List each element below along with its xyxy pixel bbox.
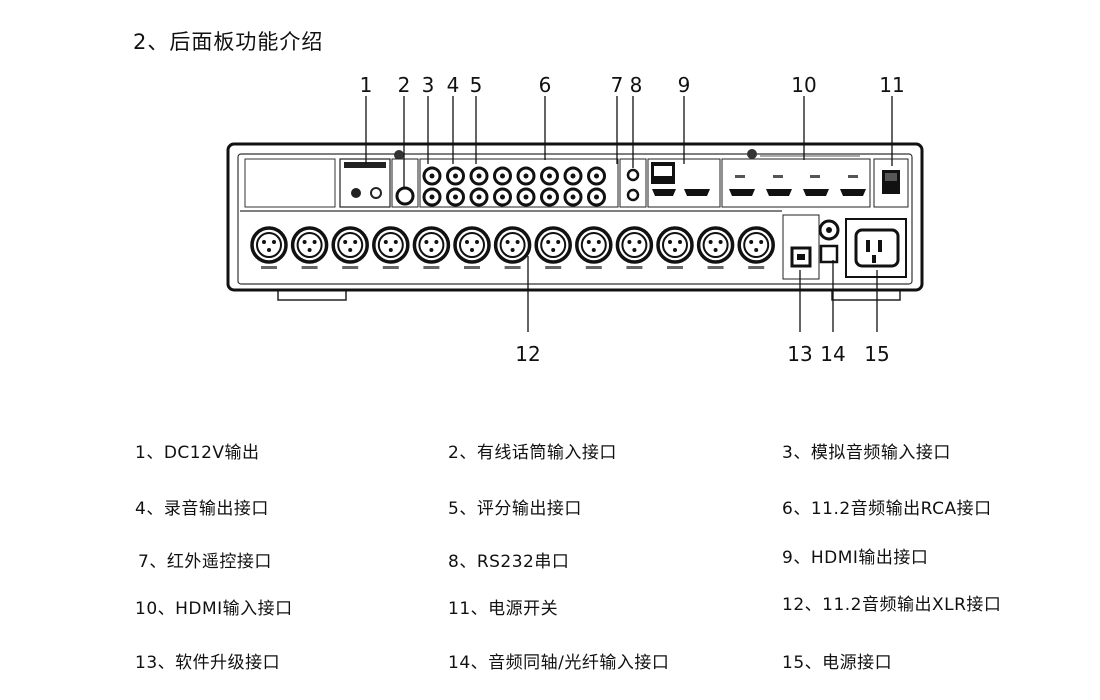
callout-1: 1 bbox=[360, 73, 373, 97]
xlr-connector bbox=[696, 226, 735, 269]
legend-item-11: 11、电源开关 bbox=[448, 599, 559, 619]
rca-jack bbox=[587, 187, 606, 207]
blank-plate bbox=[244, 158, 336, 208]
rca-jacks bbox=[422, 166, 606, 207]
rca-jack bbox=[587, 166, 606, 186]
callout-8: 8 bbox=[630, 73, 643, 97]
hdmi-output-block bbox=[647, 158, 721, 208]
rca-jack bbox=[446, 187, 465, 207]
legend-item-3: 3、模拟音频输入接口 bbox=[782, 443, 951, 463]
callout-15: 15 bbox=[864, 342, 889, 366]
xlr-connector bbox=[737, 226, 775, 269]
callout-13: 13 bbox=[787, 342, 812, 366]
section-heading: 2、后面板功能介绍 bbox=[133, 30, 324, 54]
rca-jack bbox=[422, 166, 442, 186]
xlr-connector bbox=[615, 226, 654, 269]
callout-3: 3 bbox=[422, 73, 435, 97]
legend-item-15: 15、电源接口 bbox=[782, 653, 893, 673]
legend-item-13: 13、软件升级接口 bbox=[135, 653, 281, 673]
legend-item-6: 6、11.2音频输出RCA接口 bbox=[782, 499, 992, 519]
xlr-connector bbox=[575, 226, 613, 269]
port-legend: 1、DC12V输出 2、有线话筒输入接口 3、模拟音频输入接口 4、录音输出接口… bbox=[0, 420, 1100, 700]
ac-power-inlet bbox=[845, 218, 907, 278]
xlr-connector bbox=[534, 226, 572, 269]
usb-upgrade-port bbox=[782, 214, 820, 280]
hdmi-input-block bbox=[721, 149, 871, 208]
rear-panel-diagram: 1 2 3 4 5 6 7 8 9 10 11 12 13 14 15 bbox=[226, 73, 924, 366]
callout-7: 7 bbox=[611, 73, 624, 97]
xlr-row bbox=[250, 226, 775, 269]
rca-jack bbox=[493, 187, 512, 207]
callout-5: 5 bbox=[470, 73, 483, 97]
xlr-connector bbox=[250, 226, 288, 269]
legend-item-8: 8、RS232串口 bbox=[448, 552, 570, 572]
rca-jack bbox=[563, 166, 583, 186]
dc12v-output-port bbox=[339, 158, 391, 208]
callout-9: 9 bbox=[678, 73, 691, 97]
legend-item-12: 12、11.2音频输出XLR接口 bbox=[782, 595, 1002, 615]
rca-jack bbox=[516, 166, 536, 186]
rca-jack bbox=[446, 166, 465, 186]
leader-lines bbox=[365, 96, 893, 332]
rca-jack bbox=[516, 187, 536, 207]
callout-6: 6 bbox=[539, 73, 552, 97]
xlr-connector bbox=[331, 226, 369, 269]
rca-jack bbox=[493, 166, 512, 186]
rca-jack bbox=[422, 187, 442, 207]
rca-jack bbox=[540, 187, 559, 207]
callout-14: 14 bbox=[820, 342, 845, 366]
rca-jack bbox=[563, 187, 583, 207]
legend-item-2: 2、有线话筒输入接口 bbox=[448, 443, 617, 463]
legend-item-7: 7、红外遥控接口 bbox=[138, 552, 272, 572]
callout-4: 4 bbox=[447, 73, 460, 97]
wired-mic-input-port bbox=[391, 150, 419, 208]
legend-item-10: 10、HDMI输入接口 bbox=[135, 599, 293, 619]
coax-optical-input bbox=[818, 219, 840, 264]
xlr-connector bbox=[290, 226, 329, 269]
xlr-connector bbox=[412, 226, 451, 269]
xlr-connector bbox=[656, 226, 694, 269]
rca-jack bbox=[540, 166, 559, 186]
legend-item-14: 14、音频同轴/光纤输入接口 bbox=[448, 653, 670, 673]
callout-12: 12 bbox=[515, 342, 540, 366]
power-switch bbox=[873, 158, 909, 208]
legend-item-4: 4、录音输出接口 bbox=[135, 499, 269, 519]
xlr-connector bbox=[453, 226, 491, 269]
xlr-connector bbox=[493, 226, 532, 269]
callout-2: 2 bbox=[398, 73, 411, 97]
rca-jack bbox=[469, 166, 489, 186]
legend-item-5: 5、评分输出接口 bbox=[448, 499, 582, 519]
legend-item-1: 1、DC12V输出 bbox=[135, 443, 260, 463]
rca-jack bbox=[469, 187, 489, 207]
legend-item-9: 9、HDMI输出接口 bbox=[782, 548, 929, 568]
xlr-connector bbox=[372, 226, 410, 269]
callout-11: 11 bbox=[879, 73, 904, 97]
callout-10: 10 bbox=[791, 73, 816, 97]
